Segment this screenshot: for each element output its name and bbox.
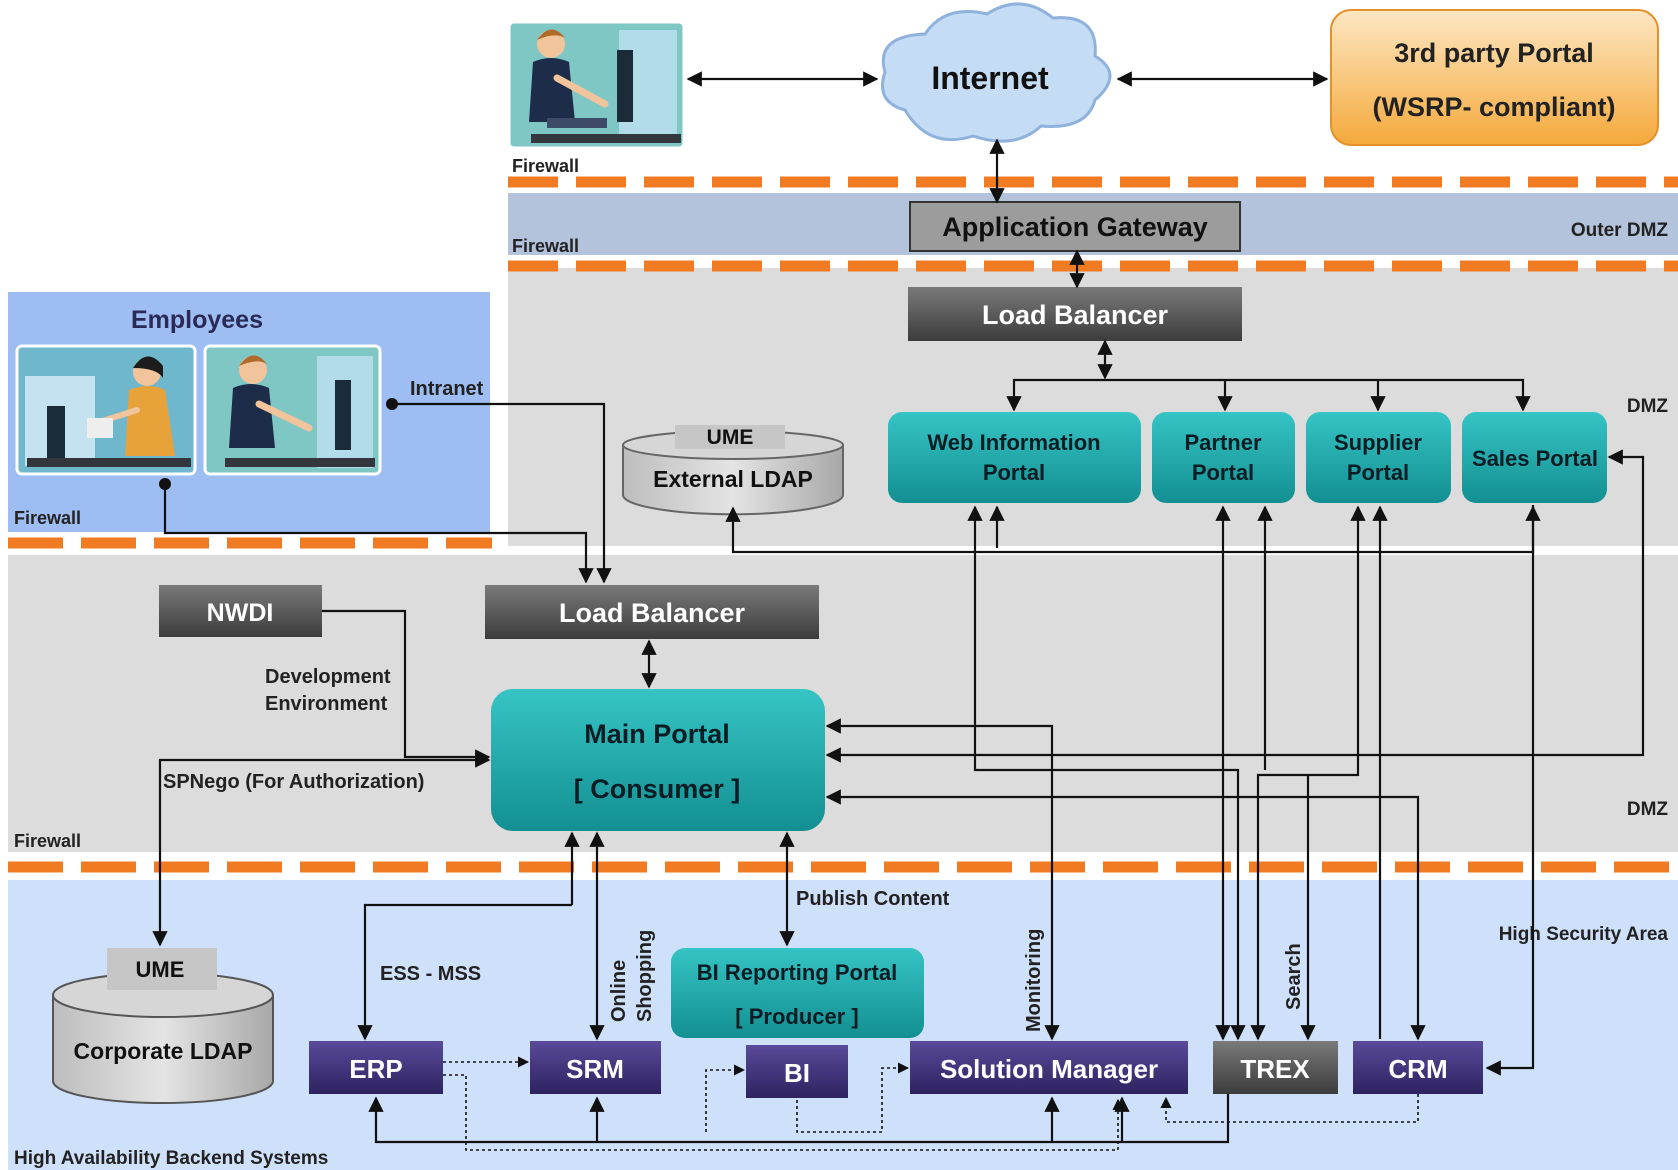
- ume-corporate-label: UME: [136, 957, 185, 982]
- third-party-label-1: 3rd party Portal: [1394, 38, 1594, 68]
- crm-label: CRM: [1388, 1054, 1447, 1084]
- solution-manager-label: Solution Manager: [940, 1054, 1158, 1084]
- third-party-portal: 3rd party Portal (WSRP- compliant): [1330, 9, 1659, 146]
- monitoring-label: Monitoring: [1023, 929, 1045, 1032]
- intranet-dot: [386, 398, 398, 410]
- supplier-portal-label-2: Portal: [1347, 460, 1409, 485]
- bi-reporting-label-1: BI Reporting Portal: [697, 960, 897, 985]
- load-balancer-mid-label: Load Balancer: [559, 598, 746, 628]
- web-information-portal-box: [888, 412, 1141, 503]
- supplier-portal-box: [1306, 412, 1451, 503]
- main-portal-label-2: [ Consumer ]: [574, 774, 741, 804]
- web-information-label-2: Portal: [983, 460, 1045, 485]
- firewall-label-2: Firewall: [512, 236, 579, 256]
- outer-dmz-label: Outer DMZ: [1571, 220, 1669, 241]
- spnego-label: SPNego (For Authorization): [163, 771, 424, 793]
- employee-dot: [159, 478, 171, 490]
- search-label: Search: [1283, 943, 1305, 1010]
- connectors: [152, 71, 1645, 1144]
- firewall-label-1: Firewall: [512, 156, 579, 176]
- erp-box: [309, 1041, 443, 1094]
- external-ldap-cylinder: UME External LDAP: [622, 425, 844, 516]
- dev-env-label-2: Environment: [265, 693, 388, 715]
- partner-portal-box: [1152, 412, 1295, 503]
- employees-label: Employees: [131, 306, 263, 334]
- web-information-label-1: Web Information: [927, 430, 1100, 455]
- employee-1-icon: [15, 344, 197, 476]
- backend-label: High Availability Backend Systems: [14, 1148, 328, 1169]
- intranet-label: Intranet: [410, 378, 484, 400]
- dev-env-label-1: Development: [265, 666, 391, 688]
- firewall-label-3: Firewall: [14, 508, 81, 528]
- supplier-portal-label-1: Supplier: [1334, 430, 1422, 455]
- dmz-upper-label: DMZ: [1627, 396, 1669, 417]
- load-balancer-mid-box: [485, 585, 819, 639]
- erp-label: ERP: [349, 1054, 402, 1084]
- trex-label: TREX: [1240, 1054, 1310, 1084]
- sales-portal-label: Sales Portal: [1472, 446, 1598, 471]
- dmz-lower-label: DMZ: [1627, 799, 1669, 820]
- load-balancer-top-box: [908, 287, 1242, 341]
- internet-cloud: Internet: [881, 2, 1112, 143]
- publish-content-label: Publish Content: [796, 888, 950, 910]
- partner-portal-label-1: Partner: [1184, 430, 1261, 455]
- firewall-label-4: Firewall: [14, 831, 81, 851]
- third-party-label-2: (WSRP- compliant): [1373, 92, 1616, 122]
- main-portal-label-1: Main Portal: [584, 719, 730, 749]
- load-balancer-top-label: Load Balancer: [982, 300, 1169, 330]
- corporate-ldap-cylinder: UME Corporate LDAP: [52, 948, 274, 1104]
- trex-box: [1213, 1041, 1338, 1094]
- solution-manager-box: [910, 1041, 1188, 1094]
- internet-label: Internet: [931, 60, 1049, 96]
- online-shopping-label-2: Shopping: [634, 930, 656, 1022]
- partner-portal-label-2: Portal: [1192, 460, 1254, 485]
- bi-box: [746, 1045, 848, 1098]
- main-portal-box: [491, 689, 825, 831]
- high-security-label: High Security Area: [1499, 924, 1669, 945]
- employee-2-icon: [203, 344, 382, 476]
- external-ldap-label: External LDAP: [653, 466, 813, 492]
- nwdi-label: NWDI: [207, 599, 274, 627]
- dotted-connectors: [443, 1056, 1419, 1151]
- corporate-ldap-label: Corporate LDAP: [74, 1038, 253, 1064]
- external-user-icon: [507, 20, 686, 150]
- srm-box: [530, 1041, 661, 1094]
- crm-box: [1353, 1041, 1483, 1094]
- ess-mss-label: ESS - MSS: [380, 963, 481, 985]
- online-shopping-label-1: Online: [608, 960, 630, 1022]
- bi-reporting-label-2: [ Producer ]: [735, 1004, 858, 1029]
- bi-label: BI: [784, 1058, 810, 1088]
- nwdi-box: [159, 585, 322, 637]
- srm-label: SRM: [566, 1054, 624, 1084]
- application-gateway-label: Application Gateway: [942, 212, 1208, 242]
- ume-external-label: UME: [707, 426, 754, 449]
